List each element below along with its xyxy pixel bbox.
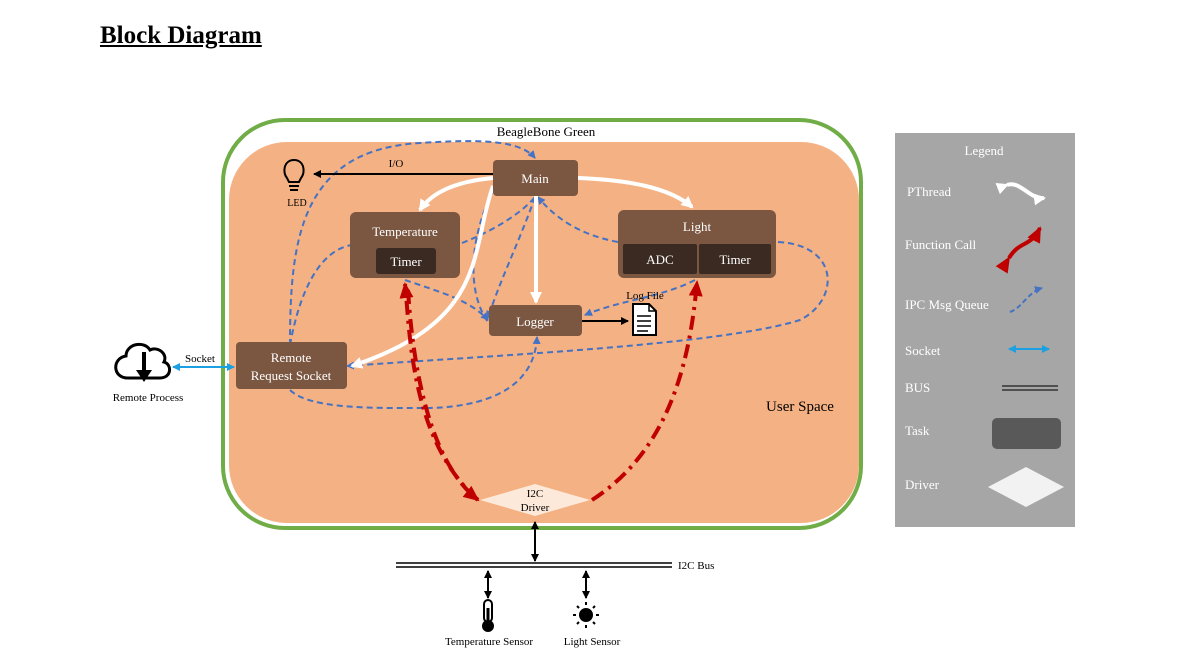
svg-text:Logger: Logger xyxy=(516,314,554,329)
temperature-timer-label: Timer xyxy=(390,254,422,269)
led-label: LED xyxy=(287,198,306,209)
pthread-main-to-light xyxy=(577,176,694,209)
pthread-links xyxy=(350,176,694,369)
user-space-label: User Space xyxy=(766,399,834,415)
task-light[interactable]: Light ADC Timer xyxy=(618,210,776,278)
svg-text:Temperature: Temperature xyxy=(372,224,438,239)
pthread-main-to-remote xyxy=(350,185,495,369)
svg-text:Main: Main xyxy=(521,171,549,186)
board-title: BeagleBone Green xyxy=(497,124,596,139)
document-icon xyxy=(632,303,657,336)
legend-socket-label: Socket xyxy=(905,343,941,358)
legend-pthread-swatch xyxy=(995,182,1046,206)
i2c-bus xyxy=(396,562,672,568)
svg-text:Light: Light xyxy=(683,219,712,234)
svg-text:I2C: I2C xyxy=(527,488,544,500)
legend-task-swatch xyxy=(992,418,1061,449)
temperature-timer-box xyxy=(376,248,436,274)
ipc-links xyxy=(289,140,829,410)
legend-function-call-label: Function Call xyxy=(905,237,977,252)
svg-text:Driver: Driver xyxy=(521,502,550,514)
light-adc-label: ADC xyxy=(646,252,673,267)
legend-bus-swatch xyxy=(1002,385,1058,391)
legend-ipc-label: IPC Msg Queue xyxy=(905,297,989,312)
legend-pthread-label: PThread xyxy=(907,184,952,199)
ipc-remote-to-main xyxy=(289,140,536,346)
legend-driver-swatch xyxy=(988,467,1064,507)
ipc-light-to-logger xyxy=(584,279,696,316)
ipc-light-to-remote xyxy=(346,241,829,370)
fcall-driver-to-light xyxy=(590,280,703,502)
sun-icon xyxy=(573,602,599,628)
function-call-links xyxy=(399,280,703,502)
ipc-remote-to-temperature xyxy=(289,244,353,346)
pthread-main-to-temperature xyxy=(418,176,494,212)
i2c-bus-label: I2C Bus xyxy=(678,560,714,572)
svg-text:Request Socket: Request Socket xyxy=(251,368,332,383)
cloud-download-icon xyxy=(114,342,171,382)
temperature-sensor-label: Temperature Sensor xyxy=(445,636,533,648)
legend-driver-label: Driver xyxy=(905,477,940,492)
ipc-light-to-main xyxy=(537,196,619,243)
page-title: Block Diagram xyxy=(100,22,262,49)
fcall-temperature-to-driver xyxy=(406,289,480,502)
legend-ipc-swatch xyxy=(1009,286,1043,313)
log-file-label: Log File xyxy=(626,290,664,302)
task-remote-request-socket[interactable]: Remote Request Socket xyxy=(236,342,347,389)
legend-bus-label: BUS xyxy=(905,380,930,395)
task-logger[interactable]: Logger xyxy=(489,305,582,336)
i2c-driver[interactable]: I2C Driver xyxy=(480,484,590,516)
fcall-driver-to-temperature xyxy=(399,282,480,502)
light-timer-box xyxy=(699,244,771,274)
legend-function-call-swatch xyxy=(995,226,1042,274)
legend-title: Legend xyxy=(965,143,1004,158)
light-adc-box xyxy=(623,244,697,274)
task-main[interactable]: Main xyxy=(493,160,578,196)
ipc-temperature-to-logger xyxy=(404,279,489,321)
light-timer-label: Timer xyxy=(719,252,751,267)
light-sensor-label: Light Sensor xyxy=(564,636,621,648)
task-temperature[interactable]: Temperature Timer xyxy=(350,212,460,278)
lightbulb-icon xyxy=(283,158,305,191)
io-label: I/O xyxy=(389,158,404,170)
socket-label: Socket xyxy=(185,353,215,365)
svg-text:Remote: Remote xyxy=(271,350,312,365)
thermometer-icon xyxy=(482,599,494,632)
legend-task-label: Task xyxy=(905,423,930,438)
ipc-main-to-logger xyxy=(486,196,536,319)
ipc-remote-to-logger xyxy=(289,336,541,410)
legend: Legend PThread Function Call IPC Msg Que… xyxy=(895,133,1075,527)
remote-process-label: Remote Process xyxy=(113,392,184,404)
